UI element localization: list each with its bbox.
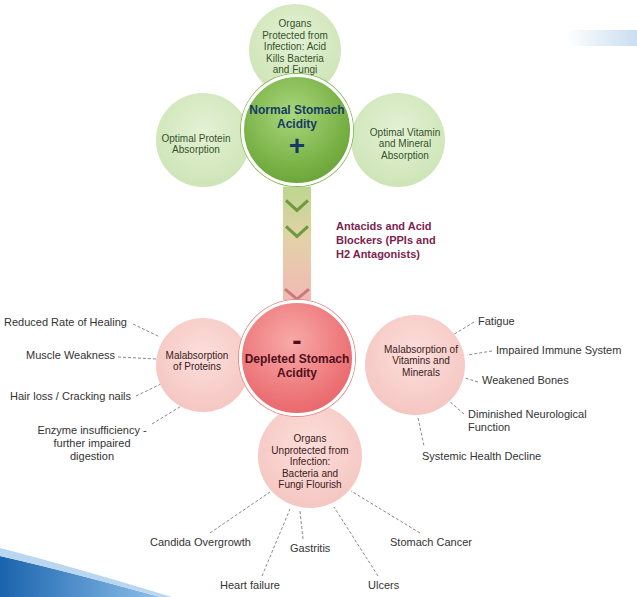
symptom-label: Fatigue [478,315,515,328]
symptom-label: Reduced Rate of Healing [4,316,127,329]
symptom-label: Diminished Neurological Function [468,408,598,434]
symptom-label: Impaired Immune System [496,344,621,357]
corner-swoosh [0,556,160,597]
condition-label-box: Heart failure [220,579,280,592]
benefit-text: Organs Protected from Infection: Acid Ki… [259,18,331,76]
depleted-acidity-circle: -Depleted Stomach Acidity [239,300,355,416]
normal-acidity-circle: Normal Stomach Acidity+ [241,74,354,187]
text-wrap: Organs Unprotected from Infection: Bacte… [270,433,350,491]
leader-line [465,378,478,382]
problem-circle: Malabsorption of Proteins [156,318,250,412]
symptom-label: Hair loss / Cracking nails [10,390,131,403]
symptom-label-box: Diminished Neurological Function [468,408,598,434]
condition-label: Stomach Cancer [390,536,472,549]
symptom-label: Enzyme insufficiency - further impaired … [32,424,152,464]
benefit-circle: Optimal Vitamin and Mineral Absorption [351,93,445,187]
leader-line [453,322,474,335]
text-wrap: Normal Stomach Acidity+ [244,104,351,160]
condition-label-box: Gastritis [290,542,330,555]
leader-line [262,509,290,576]
benefit-text: Optimal Vitamin and Mineral Absorption [369,127,441,162]
problem-text: Organs Unprotected from Infection: Bacte… [270,433,350,491]
condition-label-box: Stomach Cancer [390,536,472,549]
symptom-label-box: Fatigue [478,315,515,328]
corner-bar [566,30,637,46]
minus-sign: - [292,328,301,353]
edge-label: Antacids and Acid Blockers (PPIs and H2 … [336,220,448,261]
leader-line [118,357,157,359]
leader-line [418,418,424,446]
condition-label-box: Ulcers [368,579,399,592]
text-wrap: Optimal Vitamin and Mineral Absorption [369,127,441,162]
symptom-label-box: Weakened Bones [482,374,569,387]
symptom-label-box: Hair loss / Cracking nails [10,390,131,403]
symptom-label-box: Muscle Weakness [26,349,115,362]
condition-label: Heart failure [220,579,280,592]
plus-sign: + [289,132,305,160]
acidity-title: Normal Stomach Acidity [244,104,351,132]
leader-line [467,351,492,355]
text-wrap: Malabsorption of Proteins [161,350,233,373]
condition-label: Candida Overgrowth [150,536,251,549]
benefit-text: Optimal Protein Absorption [161,133,231,156]
symptom-label-box: Impaired Immune System [496,344,621,357]
text-wrap: Malabsorption of Vitamins and Minerals [383,344,459,379]
symptom-label: Systemic Health Decline [422,450,541,463]
leader-line [351,491,420,533]
condition-label: Ulcers [368,579,399,592]
text-wrap: Organs Protected from Infection: Acid Ki… [259,18,331,76]
problem-circle: Malabsorption of Vitamins and Minerals [365,315,465,415]
symptom-label-box: Systemic Health Decline [422,450,541,463]
leader-line [334,507,378,576]
symptom-label-box: Enzyme insufficiency - further impaired … [32,424,152,464]
acid-reduction-arrow [283,186,311,300]
leader-line [133,324,160,337]
leader-line [152,405,183,424]
leader-line [210,492,270,533]
problem-text: Malabsorption of Proteins [161,350,233,373]
leader-line [136,384,161,396]
symptom-label: Muscle Weakness [26,349,115,362]
corner-swoosh-edge [0,548,172,597]
symptom-label: Weakened Bones [482,374,569,387]
symptom-label-box: Reduced Rate of Healing [4,316,127,329]
text-wrap: Optimal Protein Absorption [161,133,231,156]
condition-label: Gastritis [290,542,330,555]
benefit-circle: Optimal Protein Absorption [156,93,250,187]
problem-circle: Organs Unprotected from Infection: Bacte… [258,404,362,508]
condition-label-box: Candida Overgrowth [150,536,251,549]
edge-label-box: Antacids and Acid Blockers (PPIs and H2 … [336,220,448,261]
acidity-title: Depleted Stomach Acidity [243,353,351,381]
text-wrap: -Depleted Stomach Acidity [243,328,351,381]
leader-line [300,511,303,539]
leader-line [449,401,464,414]
problem-text: Malabsorption of Vitamins and Minerals [383,344,459,379]
